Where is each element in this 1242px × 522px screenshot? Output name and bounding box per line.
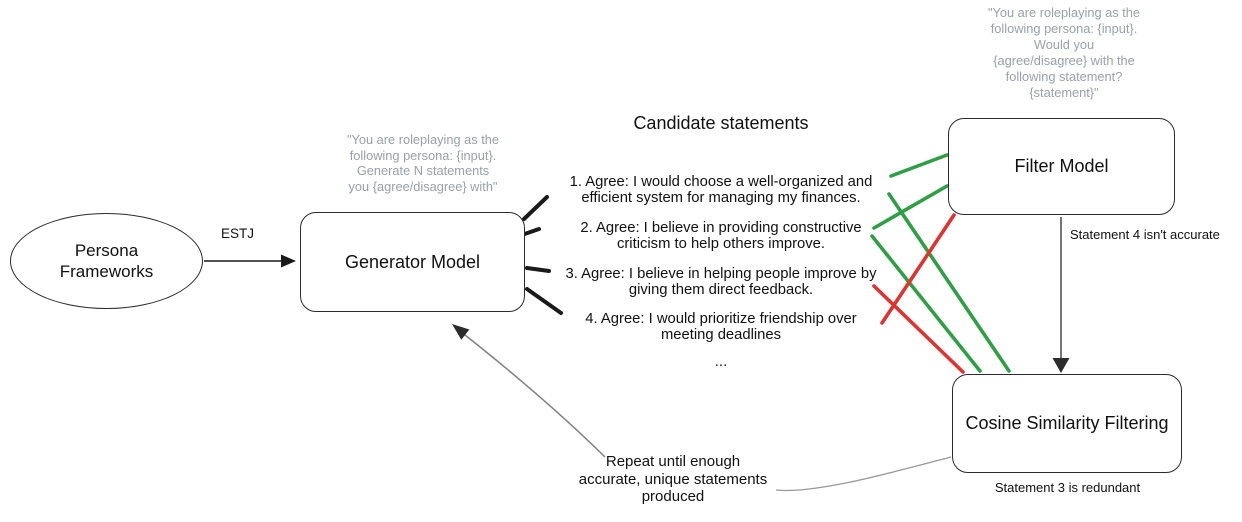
accept-lines (870, 153, 1011, 373)
filter-model-label: Filter Model (1014, 156, 1109, 176)
candidate-statement-1: 1. Agree: I would choose a well-organize… (569, 174, 873, 206)
candidate-statement-3: 3. Agree: I believe in helping people im… (565, 266, 877, 298)
filter-model-node: Filter Model (948, 118, 1175, 215)
estj-arrow (204, 254, 296, 268)
statement1-to-cosine-line (887, 192, 1011, 373)
statement2-to-filter-line (872, 184, 949, 230)
cosine-similarity-node: Cosine Similarity Filtering (952, 374, 1182, 473)
statement4-rejection-note: Statement 4 isn't accurate (1070, 227, 1220, 242)
candidate-statements-ellipsis: ... (714, 353, 728, 370)
candidate-statement-2: 2. Agree: I believe in providing constru… (580, 220, 862, 252)
candidate-statements-title: Candidate statements (633, 113, 809, 133)
statement1-to-filter-line (889, 153, 949, 178)
generator-model-node: Generator Model (300, 212, 525, 312)
reject-lines (872, 213, 965, 374)
statement3-to-cosine-line (872, 284, 965, 374)
estj-edge-label: ESTJ (220, 226, 254, 241)
repeat-loop-arrow (452, 324, 606, 458)
cosine-similarity-label: Cosine Similarity Filtering (965, 413, 1169, 433)
statement2-to-cosine-line (870, 234, 982, 373)
statement3-redundancy-note: Statement 3 is redundant (994, 480, 1141, 495)
generator-model-label: Generator Model (344, 251, 481, 272)
repeat-note-to-cosine-connector (775, 456, 952, 492)
filter-to-cosine-arrow (1052, 217, 1070, 373)
candidate-statement-4: 4. Agree: I would prioritize friendship … (585, 311, 857, 343)
